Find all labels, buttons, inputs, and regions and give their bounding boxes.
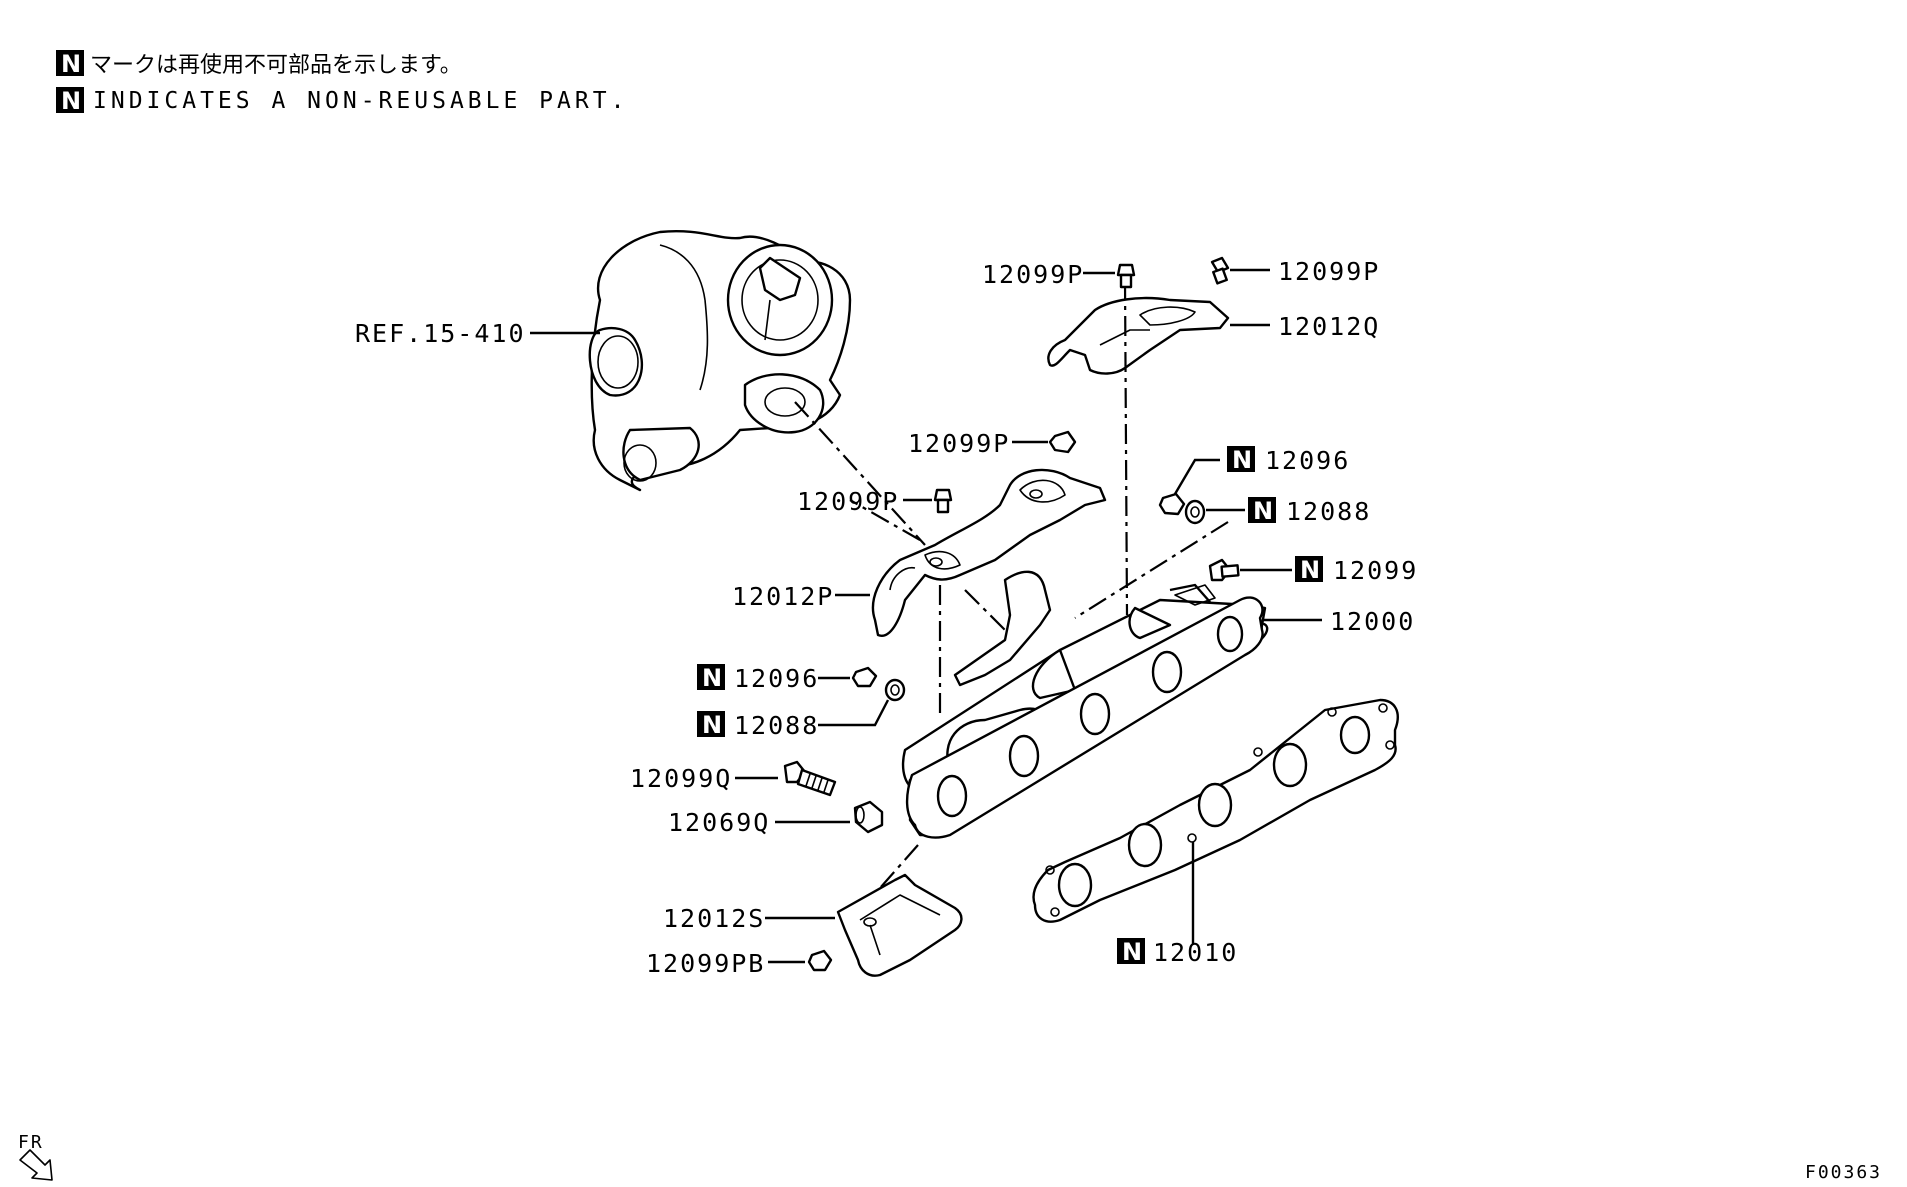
leader <box>1173 458 1220 495</box>
heat-shield-12012p <box>871 468 1107 637</box>
centerline <box>1123 279 1129 616</box>
bolt-12099p <box>1210 256 1230 285</box>
washer-12088 <box>1184 499 1206 525</box>
part-label-12069q: 12069Q <box>668 808 770 837</box>
non-reusable-symbol-letter: N <box>61 87 81 115</box>
heat-shield-12012q <box>1047 296 1230 375</box>
ref-15-410-label: REF.15-410 <box>355 319 526 348</box>
leader <box>818 699 890 727</box>
part-label-12000: 12000 <box>1330 607 1415 636</box>
non-reusable-symbol-letter: N <box>1232 446 1252 474</box>
non-reusable-symbol-letter: N <box>702 664 722 692</box>
figure-code: F00363 <box>1805 1162 1882 1183</box>
nut-12096 <box>851 666 878 688</box>
spacer-12069q <box>853 800 884 834</box>
non-reusable-symbol <box>56 50 84 76</box>
part-label-12096: 12096 <box>1265 446 1350 475</box>
non-reusable-symbol <box>1295 556 1323 582</box>
bolt-12099p <box>1116 263 1136 289</box>
front-indicator: FR <box>18 1132 53 1181</box>
nut-12099pb <box>807 949 833 972</box>
centerline <box>794 401 926 546</box>
heat-shield-12012s <box>836 873 963 977</box>
part-label-12099p: 12099P <box>908 429 1010 458</box>
part-label-12012q: 12012Q <box>1278 312 1380 341</box>
centerline <box>864 844 919 906</box>
part-label-12012p: 12012P <box>732 582 834 611</box>
non-reusable-symbol-letter: N <box>702 711 722 739</box>
manifold-bracket <box>953 570 1052 687</box>
part-label-12088: 12088 <box>734 711 819 740</box>
part-label-12012s: 12012S <box>663 904 765 933</box>
stud-12099 <box>1208 558 1240 582</box>
bolt-12099q <box>783 760 837 797</box>
non-reusable-symbol <box>1117 938 1145 964</box>
centerline <box>964 589 1016 641</box>
bolt-12099p <box>933 488 953 514</box>
turbocharger-drawing <box>588 230 852 492</box>
part-label-12099p: 12099P <box>982 260 1084 289</box>
part-label-12099pb: 12099PB <box>646 949 765 978</box>
part-label-12010: 12010 <box>1153 938 1238 967</box>
nut-12096 <box>1158 492 1186 516</box>
part-label-12099: 12099 <box>1333 556 1418 585</box>
front-label: FR <box>18 1132 44 1153</box>
nut-12099p <box>1048 430 1077 454</box>
washer-12088 <box>884 678 906 702</box>
non-reusable-symbol-letter: N <box>1253 497 1273 525</box>
legend-english-text: INDICATES A NON-REUSABLE PART. <box>93 88 628 114</box>
front-arrow-icon <box>19 1149 53 1181</box>
manifold-flange <box>905 596 1267 839</box>
centerline <box>1074 521 1229 619</box>
non-reusable-symbol <box>56 87 84 113</box>
non-reusable-symbol-letter: N <box>1300 556 1320 584</box>
non-reusable-symbol-letter: N <box>1122 938 1142 966</box>
part-label-12088: 12088 <box>1286 497 1371 526</box>
part-label-12099q: 12099Q <box>630 764 732 793</box>
part-label-12099p: 12099P <box>1278 257 1380 286</box>
legend-japanese-text: マークは再使用不可部品を示します。 <box>90 53 462 78</box>
non-reusable-symbol <box>1227 446 1255 472</box>
gasket-12010 <box>1032 698 1399 923</box>
manifold-bracket-top <box>1174 584 1216 606</box>
non-reusable-symbol <box>1248 497 1276 523</box>
part-label-12099p: 12099P <box>797 487 899 516</box>
non-reusable-symbol-letter: N <box>61 50 81 78</box>
part-label-12096: 12096 <box>734 664 819 693</box>
centerline <box>849 499 921 541</box>
non-reusable-symbol <box>697 664 725 690</box>
legend: N マークは再使用不可部品を示します。 N INDICATES A NON-RE… <box>56 50 628 115</box>
non-reusable-symbol <box>697 711 725 737</box>
